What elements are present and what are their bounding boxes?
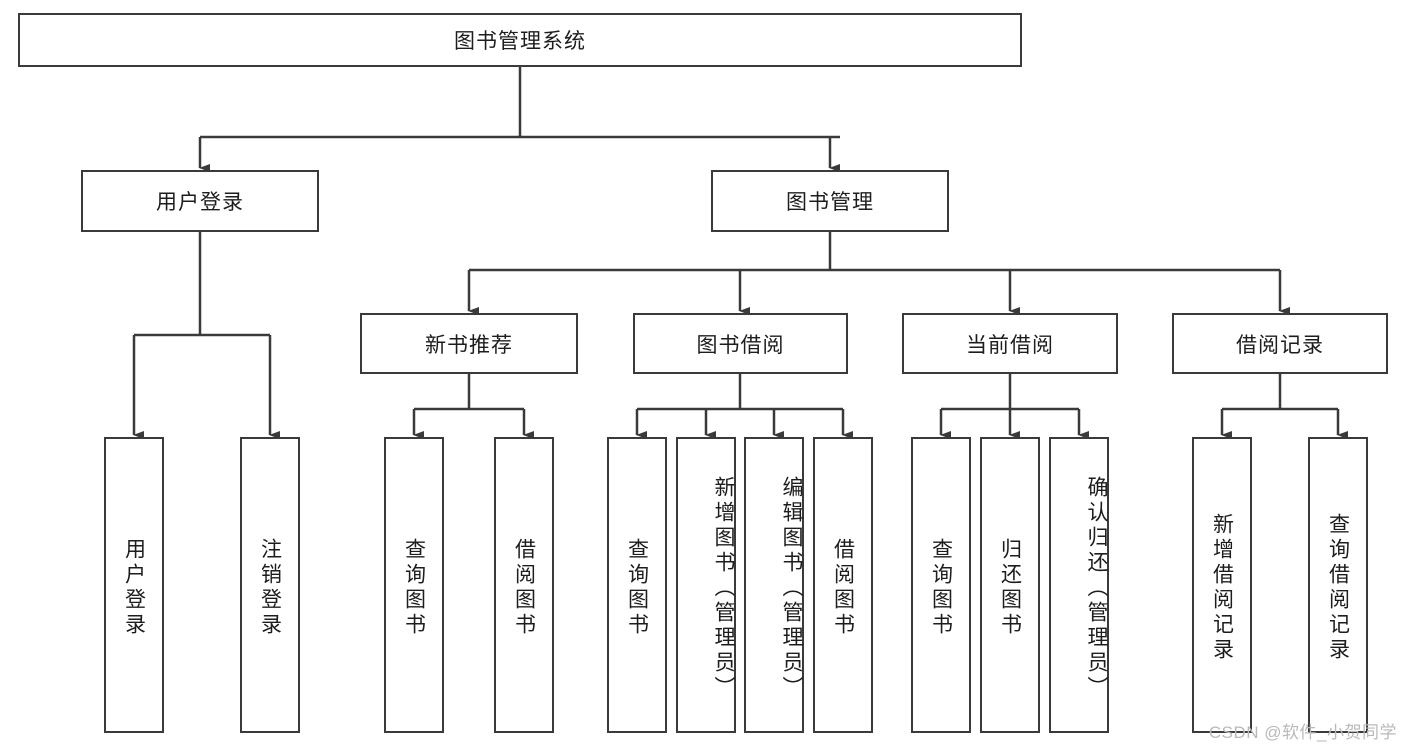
leaf-add-book-admin[interactable]: 新增图书（管理员）: [676, 437, 736, 733]
node-label: 查询借阅记录: [1326, 513, 1350, 663]
leaf-logout[interactable]: 注销登录: [240, 437, 300, 733]
leaf-user-login[interactable]: 用户登录: [104, 437, 164, 733]
node-label: 查询图书: [402, 538, 426, 638]
leaf-add-borrow-record[interactable]: 新增借阅记录: [1192, 437, 1252, 733]
node-label: 借阅图书: [831, 538, 855, 638]
node-label: 新增图书（管理员）: [712, 475, 735, 701]
node-label: 借阅图书: [512, 538, 536, 638]
node-label: 图书管理: [786, 191, 874, 214]
leaf-query-book-borrow[interactable]: 查询图书: [607, 437, 667, 733]
leaf-return-book[interactable]: 归还图书: [980, 437, 1040, 733]
node-label: 查询图书: [625, 538, 649, 638]
leaf-borrow-book-borrow[interactable]: 借阅图书: [813, 437, 873, 733]
leaf-borrow-book-newbook[interactable]: 借阅图书: [494, 437, 554, 733]
leaf-confirm-return-admin[interactable]: 确认归还（管理员）: [1049, 437, 1109, 733]
node-label: 借阅记录: [1236, 333, 1324, 357]
node-label: 图书管理系统: [454, 30, 586, 53]
watermark-text: CSDN @软件_小贺同学: [1208, 723, 1397, 742]
node-label: 归还图书: [998, 538, 1022, 638]
node-label: 用户登录: [156, 191, 244, 214]
node-label: 查询图书: [929, 538, 953, 638]
node-label: 确认归还（管理员）: [1085, 475, 1108, 701]
node-user-login[interactable]: 用户登录: [81, 170, 319, 232]
leaf-query-book-current[interactable]: 查询图书: [911, 437, 971, 733]
node-root-system[interactable]: 图书管理系统: [18, 13, 1022, 67]
node-label: 编辑图书（管理员）: [780, 475, 803, 701]
node-label: 新书推荐: [425, 333, 513, 357]
leaf-query-borrow-record[interactable]: 查询借阅记录: [1308, 437, 1368, 733]
leaf-edit-book-admin[interactable]: 编辑图书（管理员）: [744, 437, 804, 733]
node-current-borrow[interactable]: 当前借阅: [902, 313, 1118, 374]
node-new-book-recommend[interactable]: 新书推荐: [360, 313, 578, 374]
node-label: 用户登录: [122, 538, 146, 638]
node-label: 当前借阅: [966, 333, 1054, 357]
node-book-borrow[interactable]: 图书借阅: [633, 313, 848, 374]
node-borrow-record[interactable]: 借阅记录: [1172, 313, 1388, 374]
node-label: 注销登录: [258, 538, 282, 638]
node-label: 图书借阅: [696, 333, 785, 357]
node-label: 新增借阅记录: [1210, 513, 1234, 663]
node-book-management[interactable]: 图书管理: [711, 170, 949, 232]
leaf-query-book-newbook[interactable]: 查询图书: [384, 437, 444, 733]
